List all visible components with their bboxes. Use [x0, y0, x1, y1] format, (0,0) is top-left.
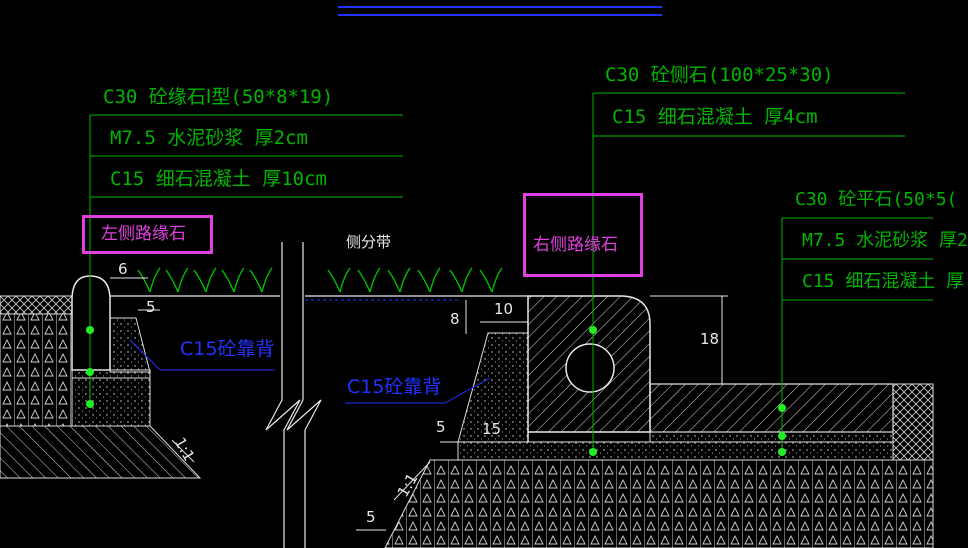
dim-8: 8	[450, 310, 460, 328]
median-backfill-label: C15砼靠背	[347, 376, 442, 398]
flat-stone-layer-2: C15 细石混凝土 厚	[802, 271, 965, 292]
right-backfill-leader	[444, 377, 491, 404]
left-backfill-label: C15砼靠背	[180, 338, 275, 360]
right-pavement	[892, 383, 934, 461]
left-curb-highlight: 左侧路缘石	[101, 224, 186, 244]
median-label: 侧分带	[346, 233, 392, 251]
curb-drain-hole	[565, 343, 615, 393]
left-curb-title: C30 砼缘石Ⅰ型(50*8*19)	[103, 86, 334, 108]
dimension-lines	[110, 277, 728, 531]
right-subgrade-soil	[384, 459, 934, 548]
dim-6: 6	[118, 260, 128, 278]
left-curb-layer-1: M7.5 水泥砂浆 厚2cm	[110, 127, 308, 149]
dim-5-mid: 5	[436, 418, 446, 436]
dim-10: 10	[494, 300, 514, 318]
left-curb-layer-2: C15 细石混凝土 厚10cm	[110, 168, 327, 190]
break-line	[265, 242, 301, 548]
right-curb-highlight: 右侧路缘石	[533, 235, 618, 255]
grass-right	[327, 267, 503, 293]
break-line-2	[286, 242, 322, 548]
right-curb-base	[457, 441, 894, 461]
right-curb-highlight-box	[523, 193, 643, 277]
dim-18: 18	[700, 330, 720, 348]
dim-15: 15	[482, 420, 502, 438]
dim-5-top: 5	[146, 298, 156, 316]
right-curb-title: C30 砼侧石(100*25*30)	[605, 64, 834, 86]
left-base-stripes	[0, 313, 73, 427]
flat-stone-layer-1: M7.5 水泥砂浆 厚2	[802, 230, 968, 251]
left-backfill-leader	[129, 339, 161, 371]
green-leaders	[89, 92, 933, 452]
left-curb-stone	[71, 275, 111, 371]
left-curb-concrete	[71, 377, 151, 427]
left-pavement-surface	[0, 295, 73, 315]
dim-5-bottom: 5	[366, 508, 376, 526]
left-curb-highlight-box	[82, 215, 213, 254]
curb-section-drawing	[0, 6, 934, 548]
leader-nodes	[86, 326, 786, 456]
flat-stone-mortar	[649, 431, 894, 443]
grass-left	[137, 267, 273, 293]
left-backfill	[109, 317, 151, 373]
right-curb-layer-1: C15 细石混凝土 厚4cm	[612, 106, 818, 128]
flat-stone-title: C30 砼平石(50*5(	[795, 189, 958, 210]
left-subgrade-soil	[0, 425, 202, 479]
flat-stone	[649, 383, 894, 433]
